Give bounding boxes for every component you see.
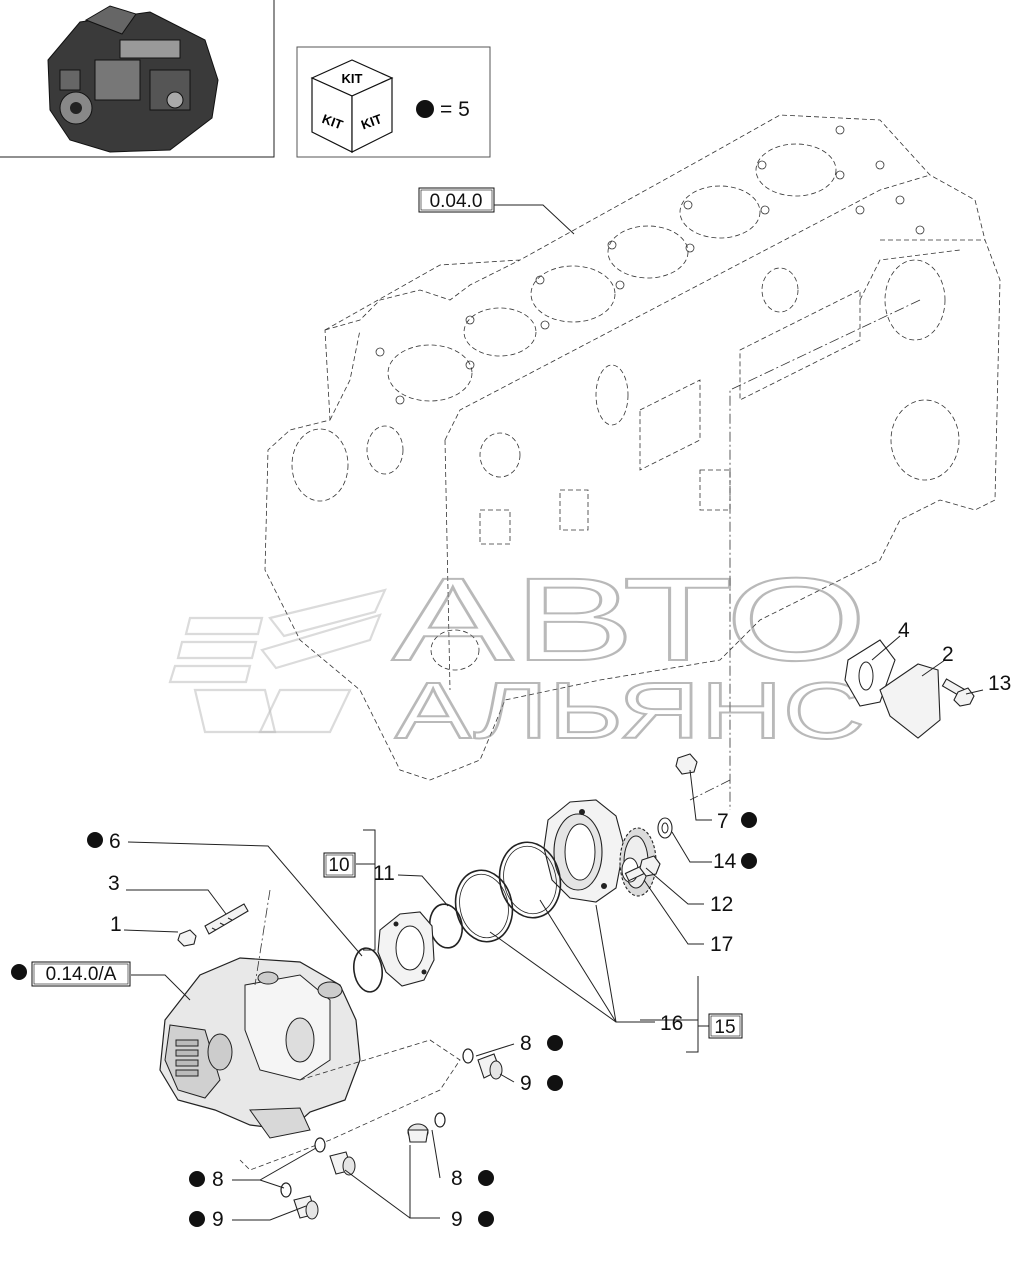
kit-cube-icon: KIT KIT KIT [310,59,394,153]
callout-label: 14 [713,850,737,873]
callout-13[interactable]: 13 [988,672,1011,695]
callout-label: 8 [212,1168,224,1191]
kit-cube-top-label: KIT [342,71,363,86]
kit-cube-left-label: KIT [320,111,345,132]
callout-6[interactable]: 6 [87,830,121,853]
kit-bullet-icon [741,812,757,828]
callout-16[interactable]: 16 [660,1012,683,1035]
callout-label: 10 [328,855,349,876]
callout-label: 17 [710,933,733,956]
flange-bolt[interactable] [624,855,661,882]
callout-7[interactable]: 7 [717,810,757,833]
callout-8-lower[interactable]: 8 [189,1168,224,1191]
callout-label: 8 [451,1167,463,1190]
reference-block-label: 0.04.0 [430,191,483,212]
o-ring-medium[interactable] [449,865,519,947]
engine-block-drawing [264,114,1001,810]
pump-adapter[interactable] [377,911,435,987]
callout-label: 15 [714,1017,735,1038]
callout-label: 6 [109,830,121,853]
fitting-seal-upper[interactable] [462,1048,474,1064]
callout-label: 13 [988,672,1011,695]
fitting-seal-lower-2[interactable] [280,1182,292,1198]
callout-label: 11 [373,862,395,885]
reference-pump-label: 0.14.0/A [46,964,117,985]
high-pressure-pump[interactable] [159,889,361,1139]
watermark-line2: АЛЬЯНС [395,666,865,755]
kit-bullet-icon [189,1171,205,1187]
watermark-logo-icon [168,588,387,734]
fitting-union-upper[interactable] [477,1053,503,1080]
callout-1[interactable]: 1 [110,913,122,936]
reference-block[interactable]: 0.04.0 [418,187,495,213]
stud-nut[interactable] [177,929,197,947]
engine-thumbnail [0,0,275,158]
kit-bullet-icon [478,1170,494,1186]
callout-label: 2 [942,643,954,666]
callout-label: 7 [717,810,729,833]
kit-bullet-icon [87,832,103,848]
callout-15[interactable]: 15 [708,1013,743,1039]
reference-pump[interactable]: 0.14.0/A [11,961,131,987]
callout-17[interactable]: 17 [710,933,733,956]
kit-bullet-icon [478,1211,494,1227]
callout-label: 8 [520,1032,532,1055]
washer[interactable] [657,817,673,839]
cover-plate[interactable] [879,663,941,739]
engine-icon [47,5,219,153]
o-ring-pump[interactable] [351,946,385,993]
callout-12[interactable]: 12 [710,893,733,916]
callout-label: 9 [212,1208,224,1231]
fitting-seal-lower-1[interactable] [314,1137,326,1153]
callout-3[interactable]: 3 [108,872,120,895]
kit-cube-right-label: KIT [359,111,384,132]
callout-label: 16 [660,1012,683,1035]
kit-bullet-icon [741,853,757,869]
callout-9-lower[interactable]: 9 [189,1208,224,1231]
fitting-seal-middle[interactable] [434,1112,446,1128]
kit-legend: KIT KIT KIT = 5 [296,46,491,158]
pump-flange[interactable] [543,799,625,903]
callout-label: 9 [451,1208,463,1231]
callout-label: 1 [110,913,122,936]
fitting-union-lower-2[interactable] [293,1195,319,1220]
callout-14[interactable]: 14 [713,850,757,873]
leader-lines [123,635,984,1221]
watermark-line1: АВТО [392,554,867,686]
callout-label: 4 [898,619,910,642]
callout-10[interactable]: 10 [323,852,356,878]
kit-bullet-icon [547,1075,563,1091]
kit-bullet-icon [416,100,434,118]
kit-equation: = 5 [440,98,470,121]
callout-label: 3 [108,872,120,895]
fitting-union-lower-1[interactable] [329,1151,356,1176]
callout-9-middle[interactable]: 9 [451,1208,494,1231]
kit-bullet-icon [11,964,27,980]
callout-4[interactable]: 4 [898,619,910,642]
stud[interactable] [204,903,249,935]
callout-8-middle[interactable]: 8 [451,1167,494,1190]
fitting-union-middle[interactable] [407,1123,429,1143]
kit-bullet-icon [189,1211,205,1227]
callout-11[interactable]: 11 [373,862,395,885]
kit-bullet-icon [547,1035,563,1051]
callout-2[interactable]: 2 [942,643,954,666]
callout-8-upper[interactable]: 8 [520,1032,563,1055]
bolt[interactable] [941,678,975,707]
callout-9-upper[interactable]: 9 [520,1072,563,1095]
nut[interactable] [675,753,698,775]
callout-label: 9 [520,1072,532,1095]
callout-label: 12 [710,893,733,916]
watermark: АВТО АЛЬЯНС [168,553,868,756]
